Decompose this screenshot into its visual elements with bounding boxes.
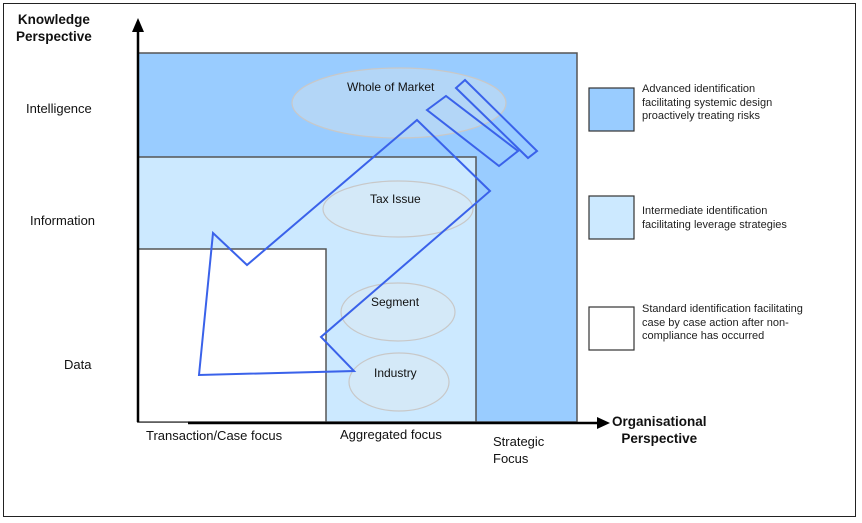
legend-standard-line: case by case action after non- [642,316,789,329]
arrow-stripe-2 [454,78,539,160]
escalation-arrow [197,118,492,377]
y-level-information: Information [30,213,96,228]
x-axis-title-line1: Organisational [612,414,707,429]
x-level-strategic: Strategic Focus [493,433,544,467]
region-standard [137,248,327,423]
label-tax-issue: Tax Issue [370,192,421,206]
x-axis-arrowhead [597,417,610,429]
y-axis-title-line2: Perspective [16,29,92,44]
label-segment: Segment [371,295,420,309]
y-axis-title: Knowledge Perspective [16,11,92,45]
legend-swatch-standard [588,306,635,351]
legend-intermediate-line: Intermediate identification [642,205,768,217]
x-level-transaction: Transaction/Case focus [146,428,283,443]
legend-swatch-intermediate [588,195,635,240]
x-level-strategic-line2: Focus [493,451,529,466]
ellipse-tax-issue [322,180,474,238]
legend-text-intermediate: Intermediate identification facilitating… [642,205,787,232]
legend-text-advanced: Advanced identification facilitating sys… [642,83,772,124]
legend-standard-line: Standard identification facilitating [642,303,803,315]
ellipse-whole-of-market [291,67,507,139]
x-level-aggregated: Aggregated focus [340,427,442,442]
y-axis-arrowhead [132,18,144,32]
x-axis-title: Organisational Perspective [612,413,707,447]
ellipse-segment [340,282,456,342]
diagram-frame [3,3,856,517]
legend-text-standard: Standard identification facilitating cas… [642,303,803,344]
arrow-stripe-1 [425,94,520,168]
legend-advanced-line: Advanced identification [642,83,756,95]
x-axis-title-line2: Perspective [621,431,698,446]
label-whole-of-market: Whole of Market [347,80,435,94]
y-axis-title-line1: Knowledge [17,12,90,27]
legend-advanced-line: proactively treating risks [642,110,760,122]
x-level-strategic-line1: Strategic [493,434,545,449]
y-level-intelligence: Intelligence [26,101,92,116]
legend-swatch-advanced [588,87,635,132]
legend-advanced-line: facilitating systemic design [642,96,773,109]
ellipse-industry [348,352,450,412]
y-level-data: Data [64,357,92,372]
legend-standard-line: compliance has occurred [642,330,765,342]
label-industry: Industry [374,366,417,380]
legend-intermediate-line: facilitating leverage strategies [642,218,787,231]
